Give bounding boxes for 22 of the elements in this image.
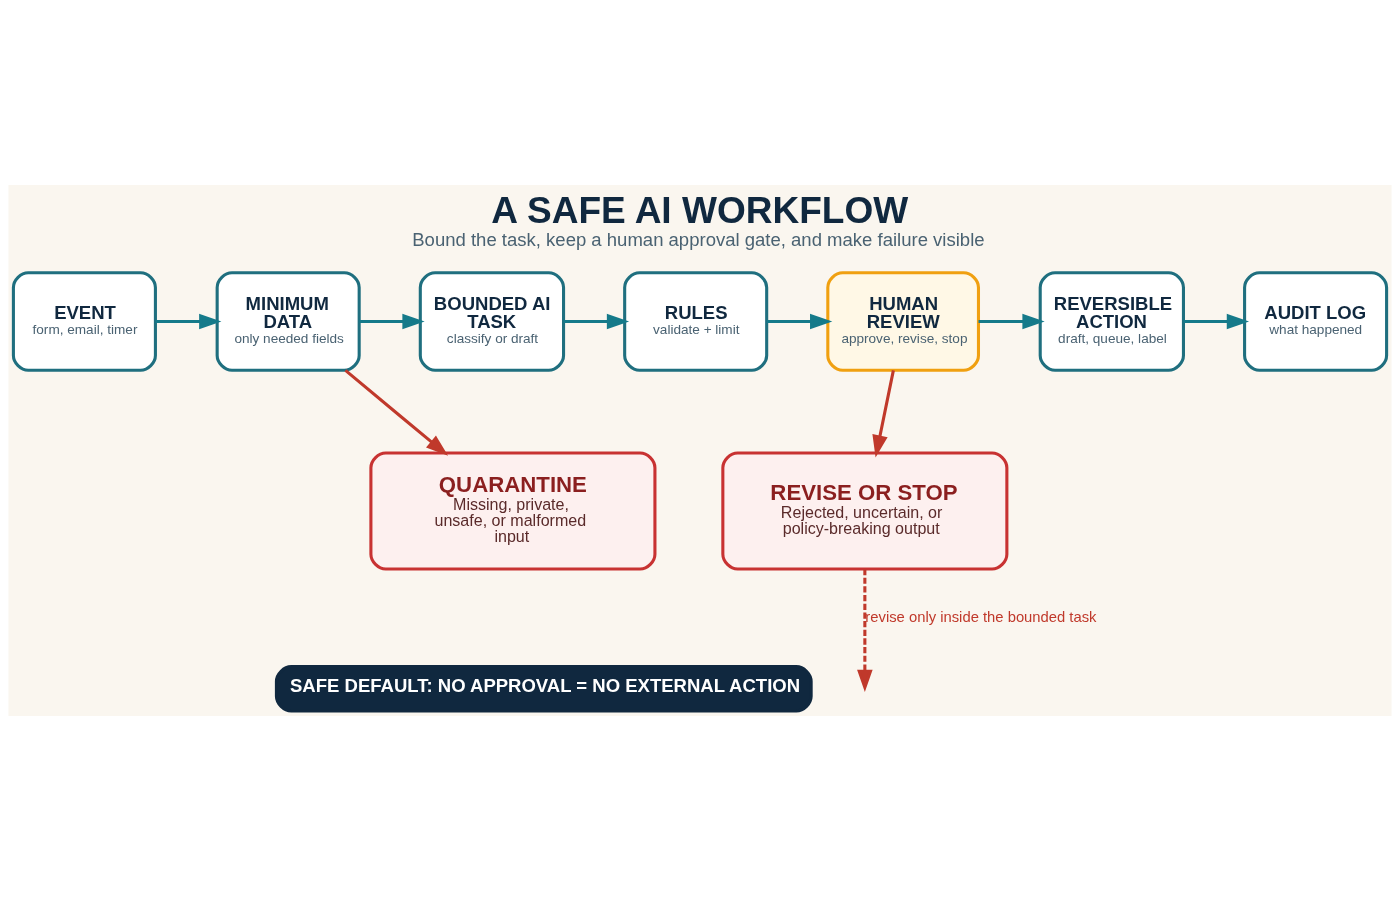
node-box: HUMAN REVIEW approve, revise, stop (826, 270, 980, 372)
arrow (1183, 313, 1250, 329)
arrow (872, 369, 895, 457)
arrow (767, 313, 833, 329)
arrow (344, 368, 449, 456)
node-box: EVENT form, email, timer (11, 270, 157, 372)
arrow (563, 313, 630, 329)
node-box: REVISE OR STOP Rejected, uncertain, or policy-breaking output (721, 450, 1009, 571)
node-box: RULES validate + limit (623, 270, 769, 372)
node-box: AUDIT LOG what happened (1243, 270, 1389, 372)
edge-label: revise only inside the bounded task (865, 608, 1097, 625)
arrow (155, 313, 222, 329)
diagram-title: A SAFE AI WORKFLOW (491, 188, 909, 231)
node-box: SAFE DEFAULT: NO APPROVAL = NO EXTERNAL ACTION (274, 664, 813, 713)
node-box: QUARANTINE Missing, private, unsafe, or malformed input (369, 450, 657, 571)
caption: Bound the task, keep a human approval gate, and make failure visible (412, 228, 985, 250)
node-box: REVERSIBLE ACTION draft, queue, label (1038, 270, 1185, 372)
node-box: BOUNDED AI TASK classify or draft (418, 270, 566, 372)
arrow (359, 313, 425, 329)
arrow (857, 568, 873, 692)
arrow (978, 313, 1045, 329)
node-box: MINIMUM DATA only needed fields (215, 270, 361, 372)
